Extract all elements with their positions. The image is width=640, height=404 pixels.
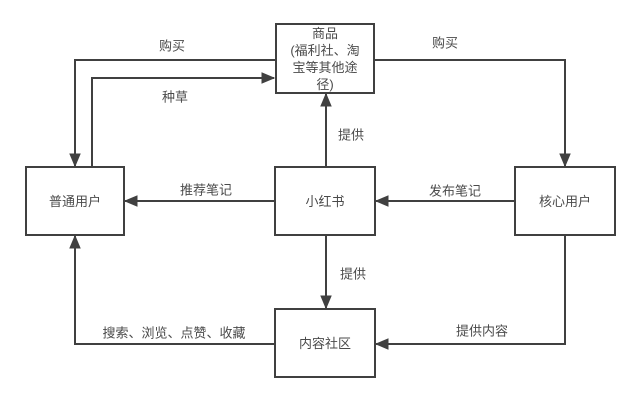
edge-label-publish-notes: 发布笔记 [427, 180, 483, 200]
edge-label-buy-left: 购买 [157, 35, 187, 55]
node-ordinary-user: 普通用户 [25, 166, 125, 236]
node-xiaohongshu: 小红书 [274, 166, 376, 236]
edge-label-seeding: 种草 [160, 86, 190, 106]
edge-search-actions-arrow [75, 236, 274, 345]
edge-label-provide-top: 提供 [336, 124, 366, 144]
edge-label-provide-bottom: 提供 [338, 263, 368, 283]
node-content-community: 内容社区 [274, 308, 376, 378]
edge-buy-right-arrow [375, 59, 565, 166]
edge-label-search-actions: 搜索、浏览、点赞、收藏 [101, 322, 247, 342]
edge-label-buy-right: 购买 [430, 32, 460, 52]
edge-provide-content-arrow [376, 236, 566, 344]
node-product: 商品 (福利社、淘 宝等其他途 径) [275, 23, 375, 94]
edge-label-provide-content: 提供内容 [454, 320, 510, 340]
edge-buy-left-arrow [75, 59, 275, 166]
edge-label-recommend-notes: 推荐笔记 [178, 179, 234, 199]
edge-seeding-arrow [91, 78, 274, 166]
node-core-user: 核心用户 [514, 166, 616, 236]
